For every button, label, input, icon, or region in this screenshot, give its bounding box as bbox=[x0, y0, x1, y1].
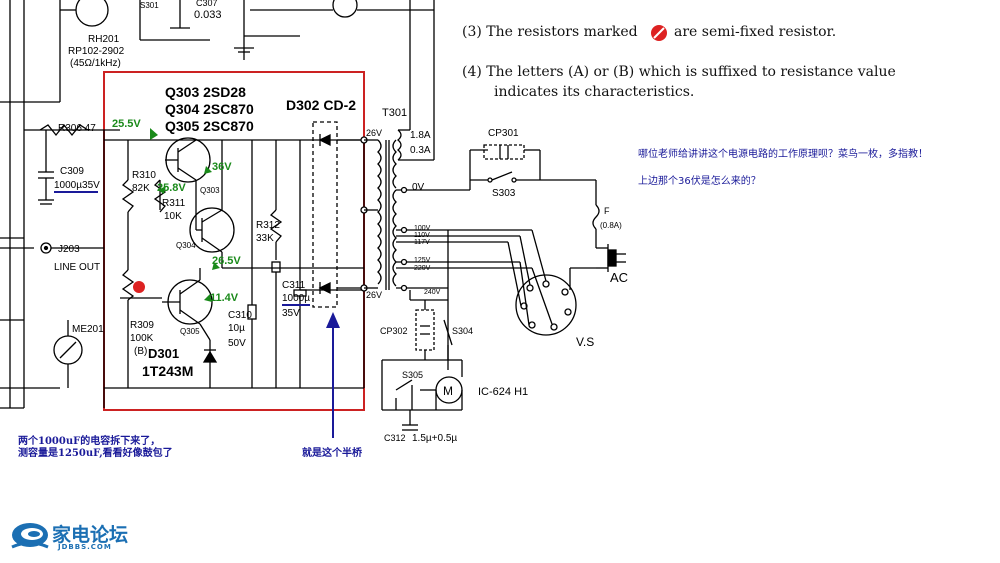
r311-label: R311 bbox=[162, 198, 186, 209]
fuse-f-rating: (0.8A) bbox=[600, 221, 622, 230]
sec-top-voltage: 26V bbox=[366, 128, 382, 138]
q303-label: Q303 bbox=[200, 186, 220, 195]
r306-label: R306 47 bbox=[58, 123, 96, 134]
sec-bot-voltage: 26V bbox=[366, 290, 382, 300]
r310-label: R310 bbox=[132, 170, 156, 181]
s304-label: S304 bbox=[452, 326, 473, 336]
half-bridge-note: 就是这个半桥 bbox=[302, 448, 362, 459]
c312-value: 1.5µ+0.5µ bbox=[412, 433, 457, 444]
doc-note-4-line1: (4) The letters (A) or (B) which is suff… bbox=[462, 64, 896, 80]
r310-value: 82K bbox=[132, 183, 150, 194]
doc-note-3-prefix: (3) The resistors marked bbox=[462, 24, 638, 40]
tap-117v: 117V bbox=[414, 239, 430, 246]
voltage-25-5: 25.5V bbox=[112, 118, 141, 130]
tap-125v: 125V bbox=[414, 257, 431, 264]
r309-label: R309 bbox=[130, 320, 154, 331]
d301-label: D301 bbox=[148, 346, 179, 361]
fuse-bot-rating: 0.3A bbox=[410, 145, 431, 156]
d302-half-bridge bbox=[312, 121, 368, 308]
c310-label: C310 bbox=[228, 310, 252, 321]
q304-part: Q304 2SC870 bbox=[165, 101, 254, 117]
left-rails bbox=[0, 0, 120, 409]
semi-fixed-marker-dot bbox=[133, 281, 145, 293]
c307-value: 0.033 bbox=[194, 9, 222, 21]
c311-value: 1000µ bbox=[282, 293, 310, 304]
capacitor-note-line1: 两个1000uF的电容拆下来了， bbox=[18, 436, 161, 447]
s305-label: S305 bbox=[402, 370, 423, 380]
r309-char: (B) bbox=[134, 346, 147, 357]
motor-label: M bbox=[443, 384, 453, 398]
logo-domain: JDBBS.COM bbox=[58, 543, 112, 551]
rh201-area bbox=[59, 0, 435, 130]
tap-240v: 240V bbox=[424, 289, 441, 296]
q304-label: Q304 bbox=[176, 241, 196, 250]
forum-question: 哪位老师给讲讲这个电源电路的工作原理呗？菜鸟一枚，多指教！ bbox=[638, 149, 928, 160]
tap-220v: 220V bbox=[414, 265, 431, 272]
tap-110v: 110V bbox=[414, 232, 430, 239]
forum-question-36v: 上边那个36伏是怎么来的？ bbox=[638, 176, 761, 187]
logo-name: 家电论坛 bbox=[52, 524, 129, 546]
ic-label: IC-624 H1 bbox=[478, 386, 528, 398]
cp301-label: CP301 bbox=[488, 128, 519, 139]
r309-value: 100K bbox=[130, 333, 154, 344]
fuse-f-label: F bbox=[604, 206, 610, 216]
line-out-label: LINE OUT bbox=[54, 262, 100, 273]
q305-part: Q305 2SC870 bbox=[165, 118, 254, 134]
c310-value: 10µ bbox=[228, 323, 245, 334]
voltage-25-8: 25.8V bbox=[157, 182, 186, 194]
rh201-name: RH201 bbox=[88, 34, 120, 45]
fuse-top-rating: 1.8A bbox=[410, 130, 431, 141]
d301-part: 1T243M bbox=[142, 363, 193, 379]
c311-voltage: 35V bbox=[282, 308, 300, 319]
c312-label: C312 bbox=[384, 433, 406, 443]
j203-label: J203 bbox=[58, 244, 80, 255]
half-bridge-pointer-arrow bbox=[326, 312, 340, 438]
c310-voltage: 50V bbox=[228, 338, 246, 349]
c309-value: 1000µ35V bbox=[54, 180, 100, 191]
voltage-11-4: 11.4V bbox=[210, 292, 239, 304]
c311-label: C311 bbox=[282, 280, 306, 291]
c307-label: C307 bbox=[196, 0, 218, 8]
semi-fixed-resistor-symbol bbox=[651, 25, 667, 41]
voltage-26-5: 26.5V bbox=[212, 255, 241, 267]
voltage-36: 36V bbox=[212, 161, 232, 173]
r312-value: 33K bbox=[256, 233, 274, 244]
jdbbs-logo-icon bbox=[11, 523, 49, 549]
s301-label: S301 bbox=[140, 1, 159, 10]
voltage-arrows bbox=[150, 128, 220, 302]
doc-note-3-suffix: are semi-fixed resistor. bbox=[674, 24, 837, 40]
primary-side bbox=[447, 144, 626, 370]
input-section bbox=[38, 123, 364, 408]
tap-0v: 0V bbox=[412, 182, 425, 193]
r312-label: R312 bbox=[256, 220, 280, 231]
capacitor-note-line2: 测容量是1250uF,看看好像鼓包了 bbox=[18, 448, 173, 459]
r311-value: 10K bbox=[164, 211, 182, 222]
q305-label: Q305 bbox=[180, 327, 200, 336]
tap-100v: 100V bbox=[414, 225, 431, 232]
doc-note-4-line2: indicates its characteristics. bbox=[494, 84, 695, 100]
motor-section bbox=[381, 290, 463, 431]
q303-part: Q303 2SD28 bbox=[165, 84, 246, 100]
rh201-part: RP102-2902 bbox=[68, 46, 125, 57]
cp302-label: CP302 bbox=[380, 326, 408, 336]
t301-label: T301 bbox=[382, 107, 407, 119]
me201-label: ME201 bbox=[72, 324, 104, 335]
d302-part: D302 CD-2 bbox=[286, 97, 356, 113]
transformer-t301 bbox=[364, 60, 532, 292]
c309-label: C309 bbox=[60, 166, 84, 177]
vs-label: V.S bbox=[576, 335, 594, 349]
ac-label: AC bbox=[610, 270, 628, 285]
s303-label: S303 bbox=[492, 188, 516, 199]
rh201-value: (45Ω/1kHz) bbox=[70, 58, 121, 69]
